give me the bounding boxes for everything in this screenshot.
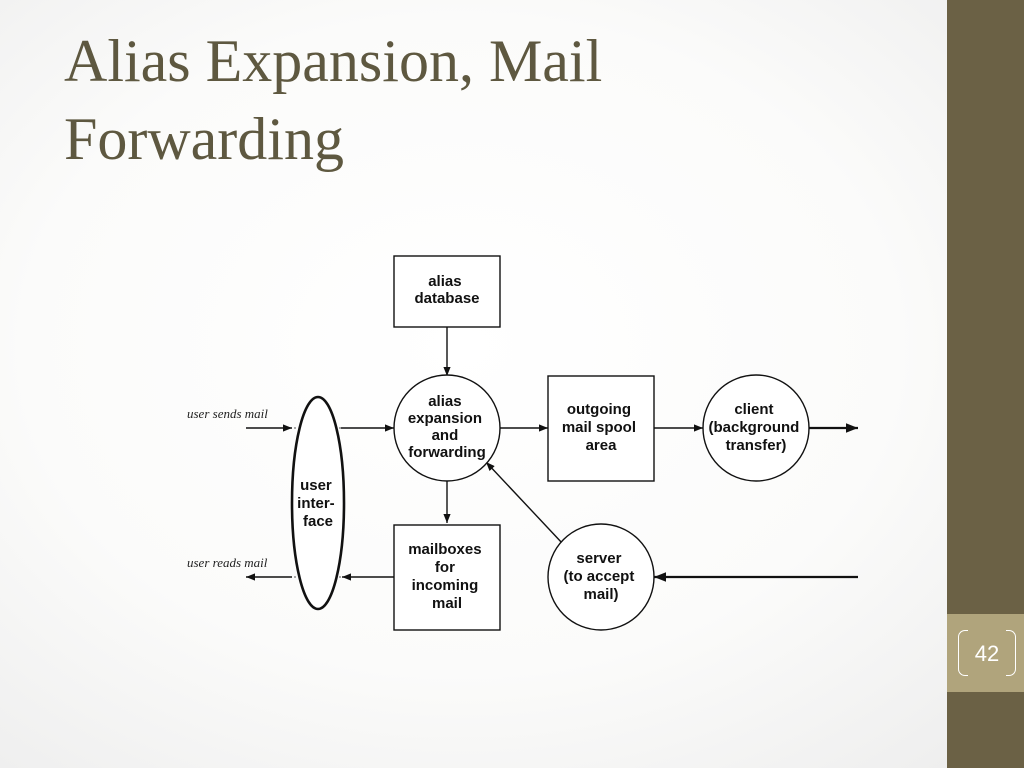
slide-title: Alias Expansion, Mail Forwarding: [64, 22, 924, 178]
mailboxes-label: mailboxes for incoming mail: [408, 541, 486, 612]
server-label: server (to accept mail): [563, 550, 638, 603]
server-circle: [547, 523, 655, 631]
alias-expansion-circle: [393, 374, 501, 482]
page-number-brace-left: [958, 630, 968, 676]
client-label: client (background transfer): [708, 401, 803, 454]
user-interface-label: user inter- face: [297, 477, 339, 530]
alias-expansion-label: alias expansion and forwarding: [408, 393, 486, 461]
page-number-tab: [947, 614, 1024, 692]
page-number: 42: [974, 641, 1000, 666]
slide-title-line-1: Alias Expansion, Mail: [64, 28, 603, 94]
slide-title-line-2: Forwarding: [64, 106, 344, 172]
alias-database-box: [393, 255, 501, 328]
mailboxes-box: [393, 524, 501, 631]
outgoing-spool-box: [547, 375, 655, 482]
outgoing-spool-label: outgoing mail spool area: [562, 401, 640, 454]
user-interface-ellipse: [290, 395, 346, 611]
page-number-brace-right: [1006, 630, 1016, 676]
arrow-server-to-expansion: [485, 461, 564, 545]
alias-database-label: alias database: [414, 273, 479, 307]
user-reads-mail-label: user reads mail: [187, 555, 268, 570]
user-sends-mail-label: user sends mail: [187, 406, 268, 421]
client-circle: [702, 374, 810, 482]
